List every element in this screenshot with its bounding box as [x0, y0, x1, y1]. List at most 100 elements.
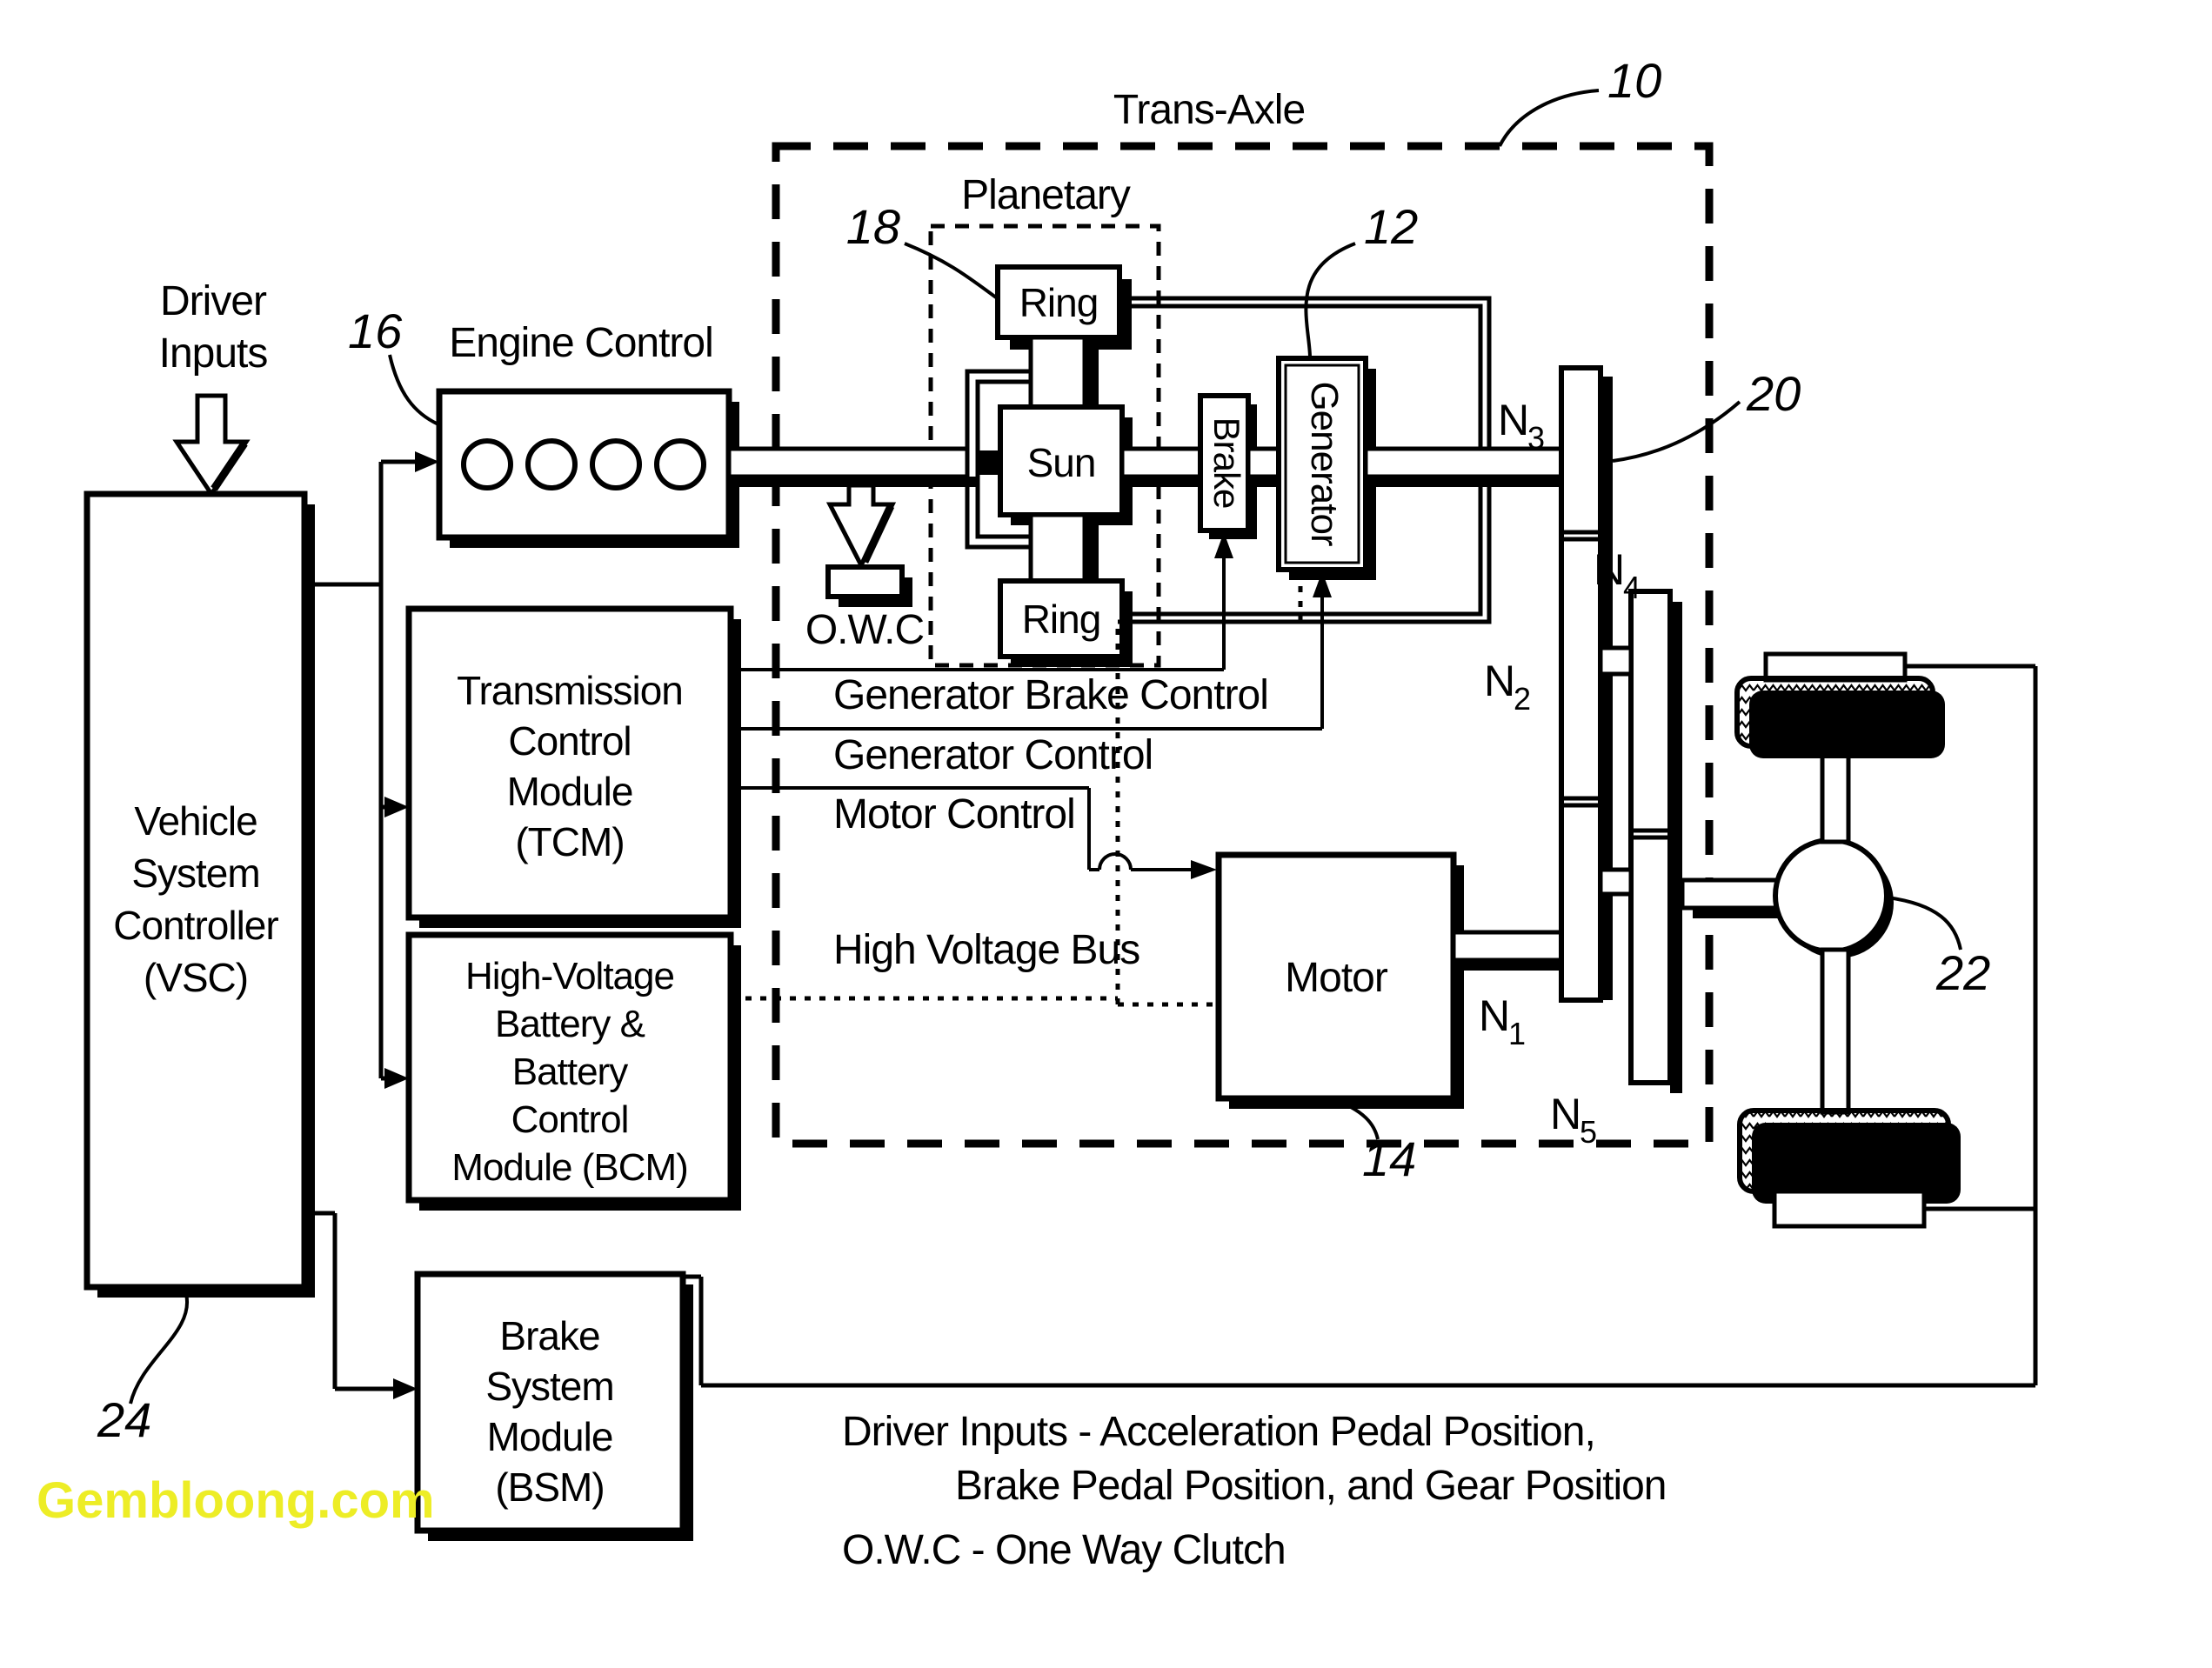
ring-gear-top-box: [995, 264, 1122, 340]
legend-line-1: Driver Inputs - Acceleration Pedal Posit…: [842, 1409, 1595, 1455]
planet-link-bottom: [1028, 512, 1087, 584]
driver-inputs-label-2: Inputs: [159, 330, 268, 377]
ref-16-leader: [388, 354, 439, 426]
generator-brake-control-label: Generator Brake Control: [833, 672, 1268, 718]
generator-control-label: Generator Control: [833, 732, 1153, 778]
engine-cylinder-3: [590, 438, 642, 490]
bsm-wheel-frame: [683, 664, 2038, 1388]
bsm-label-4: (BSM): [495, 1465, 604, 1510]
vsc-module: Vehicle System Controller (VSC): [84, 490, 315, 1298]
bcm-label-4: Control: [511, 1098, 629, 1141]
ref-22: 22: [1935, 945, 1990, 1000]
gear-bar-n4-shade: [1670, 602, 1682, 1093]
engine-cylinder-2: [525, 438, 578, 490]
gear-to-diff-shaft: [1680, 877, 1782, 911]
generator-brake-control-line: [731, 543, 1226, 671]
planet-link-top-shade: [1085, 341, 1099, 409]
legend-line-2: Brake Pedal Position, and Gear Position: [955, 1463, 1667, 1509]
motor-control-line: [731, 786, 1207, 871]
bcm-label-3: Battery: [512, 1051, 628, 1093]
gear-bar-n3-n2-n1: [1559, 365, 1603, 1003]
axle-top: [1820, 744, 1851, 844]
ref-24: 24: [97, 1392, 151, 1447]
engine-cylinder-1: [461, 438, 513, 490]
tcm-label-2: Control: [508, 718, 631, 764]
tcm-label-3: Module: [507, 769, 633, 814]
ring-top-label: Ring: [1019, 280, 1099, 325]
motor-control-label: Motor Control: [833, 791, 1075, 837]
engine-cylinder-4: [654, 438, 706, 490]
ref-20: 20: [1746, 366, 1801, 421]
gear-label-n1: N: [1479, 991, 1509, 1040]
differential-circle: [1773, 837, 1889, 954]
bsm-label-3: Module: [487, 1414, 613, 1459]
generator-to-gear-shaft: [1363, 446, 1564, 479]
motor: Motor: [1215, 851, 1464, 1109]
axle-bottom: [1820, 947, 1851, 1115]
gear-label-n5-sub: 5: [1580, 1114, 1596, 1150]
vsc-control-bus: [304, 459, 430, 1081]
wheel-bottom-mount: [1772, 1189, 1927, 1229]
engine-block: [436, 388, 739, 548]
generator-label: Generator: [1303, 381, 1346, 545]
vsc-label-4: (VSC): [144, 955, 248, 1000]
trans-axle-title: Trans-Axle: [1113, 87, 1305, 133]
owc-label: O.W.C: [805, 607, 924, 653]
gear-train: [1559, 365, 1682, 1093]
driver-inputs-arrow-shade: [211, 441, 248, 491]
bcm-label-5: Module (BCM): [451, 1146, 688, 1189]
tcm-box: [405, 605, 734, 921]
arrow-to-tcm: [384, 797, 409, 817]
generator-brake: Brake: [1198, 393, 1257, 539]
engine-control-title: Engine Control: [449, 320, 713, 366]
owc-arrow-shade: [860, 504, 895, 564]
arrow-to-bcm: [384, 1068, 409, 1089]
driver-inputs-label-1: Driver: [160, 278, 267, 324]
bcm-module: High-Voltage Battery & Battery Control M…: [405, 931, 741, 1211]
planet-link-bottom-shade: [1085, 518, 1099, 583]
bsm-box: [414, 1271, 686, 1534]
tcm-module: Transmission Control Module (TCM): [405, 605, 741, 928]
bcm-label-1: High-Voltage: [465, 955, 674, 997]
planetary-gearset: Ring Sun Ring: [995, 264, 1133, 667]
ref-14: 14: [1362, 1131, 1416, 1186]
high-voltage-bus-label: High Voltage Bus: [833, 927, 1139, 973]
gear-label-n4-sub: 4: [1623, 570, 1640, 605]
sun-shaft-stub: [978, 450, 1000, 475]
motor-box: [1215, 851, 1457, 1102]
gear-label-n3: N: [1498, 396, 1528, 444]
gear-label-n3-sub: 3: [1527, 420, 1544, 456]
ref-10-leader: [1498, 89, 1600, 147]
owc-box: [825, 564, 905, 599]
bsm-module: Brake System Module (BSM): [414, 1271, 693, 1541]
ref-18: 18: [846, 199, 900, 254]
shaft-shade-5: [1693, 908, 1788, 918]
legend-line-3: O.W.C - One Way Clutch: [842, 1527, 1286, 1573]
brake-label: Brake: [1206, 417, 1247, 509]
ref-24-leader: [129, 1293, 190, 1404]
gear-bar-main-shade: [1601, 377, 1613, 1000]
gear-label-n2-sub: 2: [1514, 681, 1530, 717]
gear-label-n4: N: [1594, 545, 1624, 594]
vsc-box: [84, 490, 308, 1291]
motor-output-shaft: [1451, 930, 1564, 963]
ref-22-leader: [1887, 896, 1962, 951]
wheel-bottom-tire: [1737, 1108, 1951, 1194]
bcm-label-2: Battery &: [495, 1003, 645, 1045]
motor-label: Motor: [1285, 955, 1388, 1001]
bsm-label-2: System: [485, 1364, 613, 1409]
gear-mesh-n1-n4: [1598, 867, 1634, 897]
generator-inner-frame: [1284, 364, 1360, 564]
planetary-title: Planetary: [961, 172, 1131, 218]
bsm-label-1: Brake: [499, 1313, 599, 1358]
sun-label: Sun: [1027, 440, 1096, 485]
wheel-bottom: [1737, 1108, 1961, 1229]
ring-gear-bottom-box: [998, 578, 1125, 659]
wheel-top-tire: [1734, 676, 1935, 749]
gear-label-n2: N: [1484, 657, 1514, 705]
gear-mesh-n2-n4: [1598, 645, 1634, 677]
vsc-label-1: Vehicle: [134, 798, 257, 844]
ref-10: 10: [1607, 53, 1661, 108]
